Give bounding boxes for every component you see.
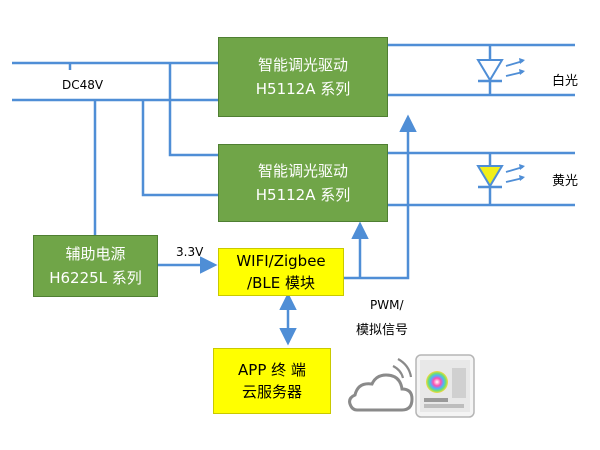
driver-mid-model: H5112A 系列: [255, 186, 351, 204]
feed-driver-mid-lower: [141, 100, 218, 197]
wireless-module-line2: /BLE 模块: [247, 274, 315, 292]
dc-input-label: DC48V: [62, 78, 104, 92]
wireless-module-line1: WIFI/Zigbee: [236, 252, 326, 270]
driver-top-model: H5112A 系列: [255, 80, 351, 98]
feed-driver-mid-upper: [168, 63, 218, 157]
driver-mid-title: 智能调光驱动: [257, 162, 348, 180]
yellow-led-icon: [476, 164, 525, 189]
driver-mid-box: 智能调光驱动 H5112A 系列: [218, 144, 388, 222]
aux-power-model: H6225L 系列: [49, 269, 142, 287]
app-cloud-box: APP 终 端 云服务器: [213, 348, 331, 414]
driver-top-title: 智能调光驱动: [257, 56, 348, 74]
pwm-label: PWM/: [370, 298, 404, 312]
yellow-light-label: 黄光: [552, 174, 579, 189]
tablet-app-icon: [415, 354, 475, 418]
driver-top-box: 智能调光驱动 H5112A 系列: [218, 37, 388, 117]
wireless-module-box: WIFI/Zigbee /BLE 模块: [218, 248, 344, 296]
white-light-label: 白光: [552, 74, 579, 89]
cloud-icon: [348, 358, 414, 412]
arrow-pwm-to-driver-top: [344, 114, 417, 280]
voltage-3v3-label: 3.3V: [176, 245, 204, 259]
app-cloud-line1: APP 终 端: [238, 361, 306, 379]
analog-signal-label: 模拟信号: [356, 323, 409, 338]
aux-power-box: 辅助电源 H6225L 系列: [33, 235, 158, 297]
white-led-icon: [476, 58, 525, 83]
aux-power-title: 辅助电源: [65, 245, 126, 263]
app-cloud-line2: 云服务器: [241, 383, 302, 401]
